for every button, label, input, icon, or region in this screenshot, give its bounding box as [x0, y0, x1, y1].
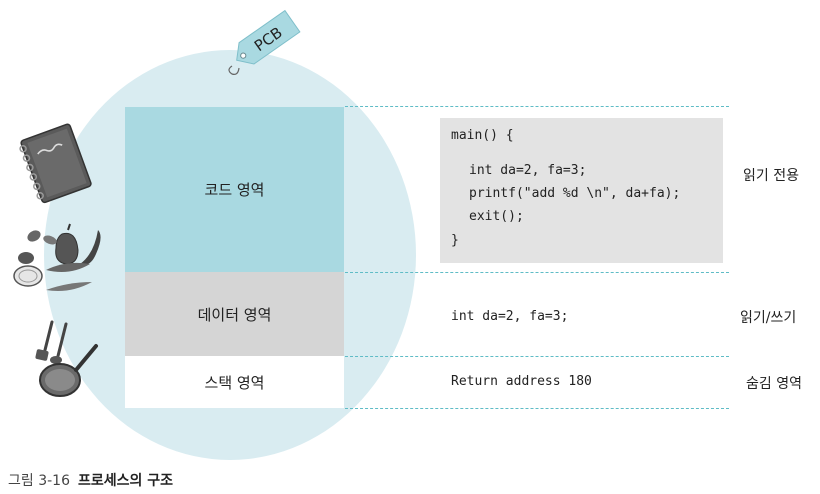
stack-area-label: 스택 영역: [204, 373, 265, 392]
data-access-note: 읽기/쓰기: [740, 310, 797, 326]
code-line: }: [451, 233, 459, 248]
code-area: 코드 영역: [125, 107, 344, 272]
dashed-divider: [345, 356, 729, 357]
stack-access-note: 숨김 영역: [746, 376, 802, 392]
data-area-label: 데이터 영역: [197, 305, 272, 324]
code-line: exit();: [469, 209, 524, 224]
cooking-utensils-icon: [35, 320, 98, 397]
dashed-divider: [345, 408, 729, 409]
vegetables-icon: [13, 223, 101, 291]
dashed-divider: [345, 106, 729, 107]
recipe-book-icon: [19, 123, 92, 204]
stack-area: 스택 영역: [125, 356, 344, 408]
stack-code-text: Return address 180: [451, 374, 592, 389]
dashed-divider: [345, 272, 729, 273]
figure-title: 프로세스의 구조: [77, 473, 174, 489]
data-area: 데이터 영역: [125, 272, 344, 356]
code-area-label: 코드 영역: [204, 181, 265, 199]
code-line: int da=2, fa=3;: [469, 163, 587, 178]
data-code-text: int da=2, fa=3;: [451, 309, 569, 324]
figure-number: 그림 3-16: [8, 473, 70, 489]
tag-icon: PCB: [228, 9, 301, 75]
code-line: printf("add %d \n", da+fa);: [469, 186, 681, 201]
code-access-note: 읽기 전용: [743, 168, 799, 184]
figure-caption: 그림 3-16 프로세스의 구조: [8, 470, 173, 490]
code-listing-box: main() { int da=2, fa=3; printf("add %d …: [440, 118, 723, 263]
code-line: main() {: [451, 128, 514, 143]
